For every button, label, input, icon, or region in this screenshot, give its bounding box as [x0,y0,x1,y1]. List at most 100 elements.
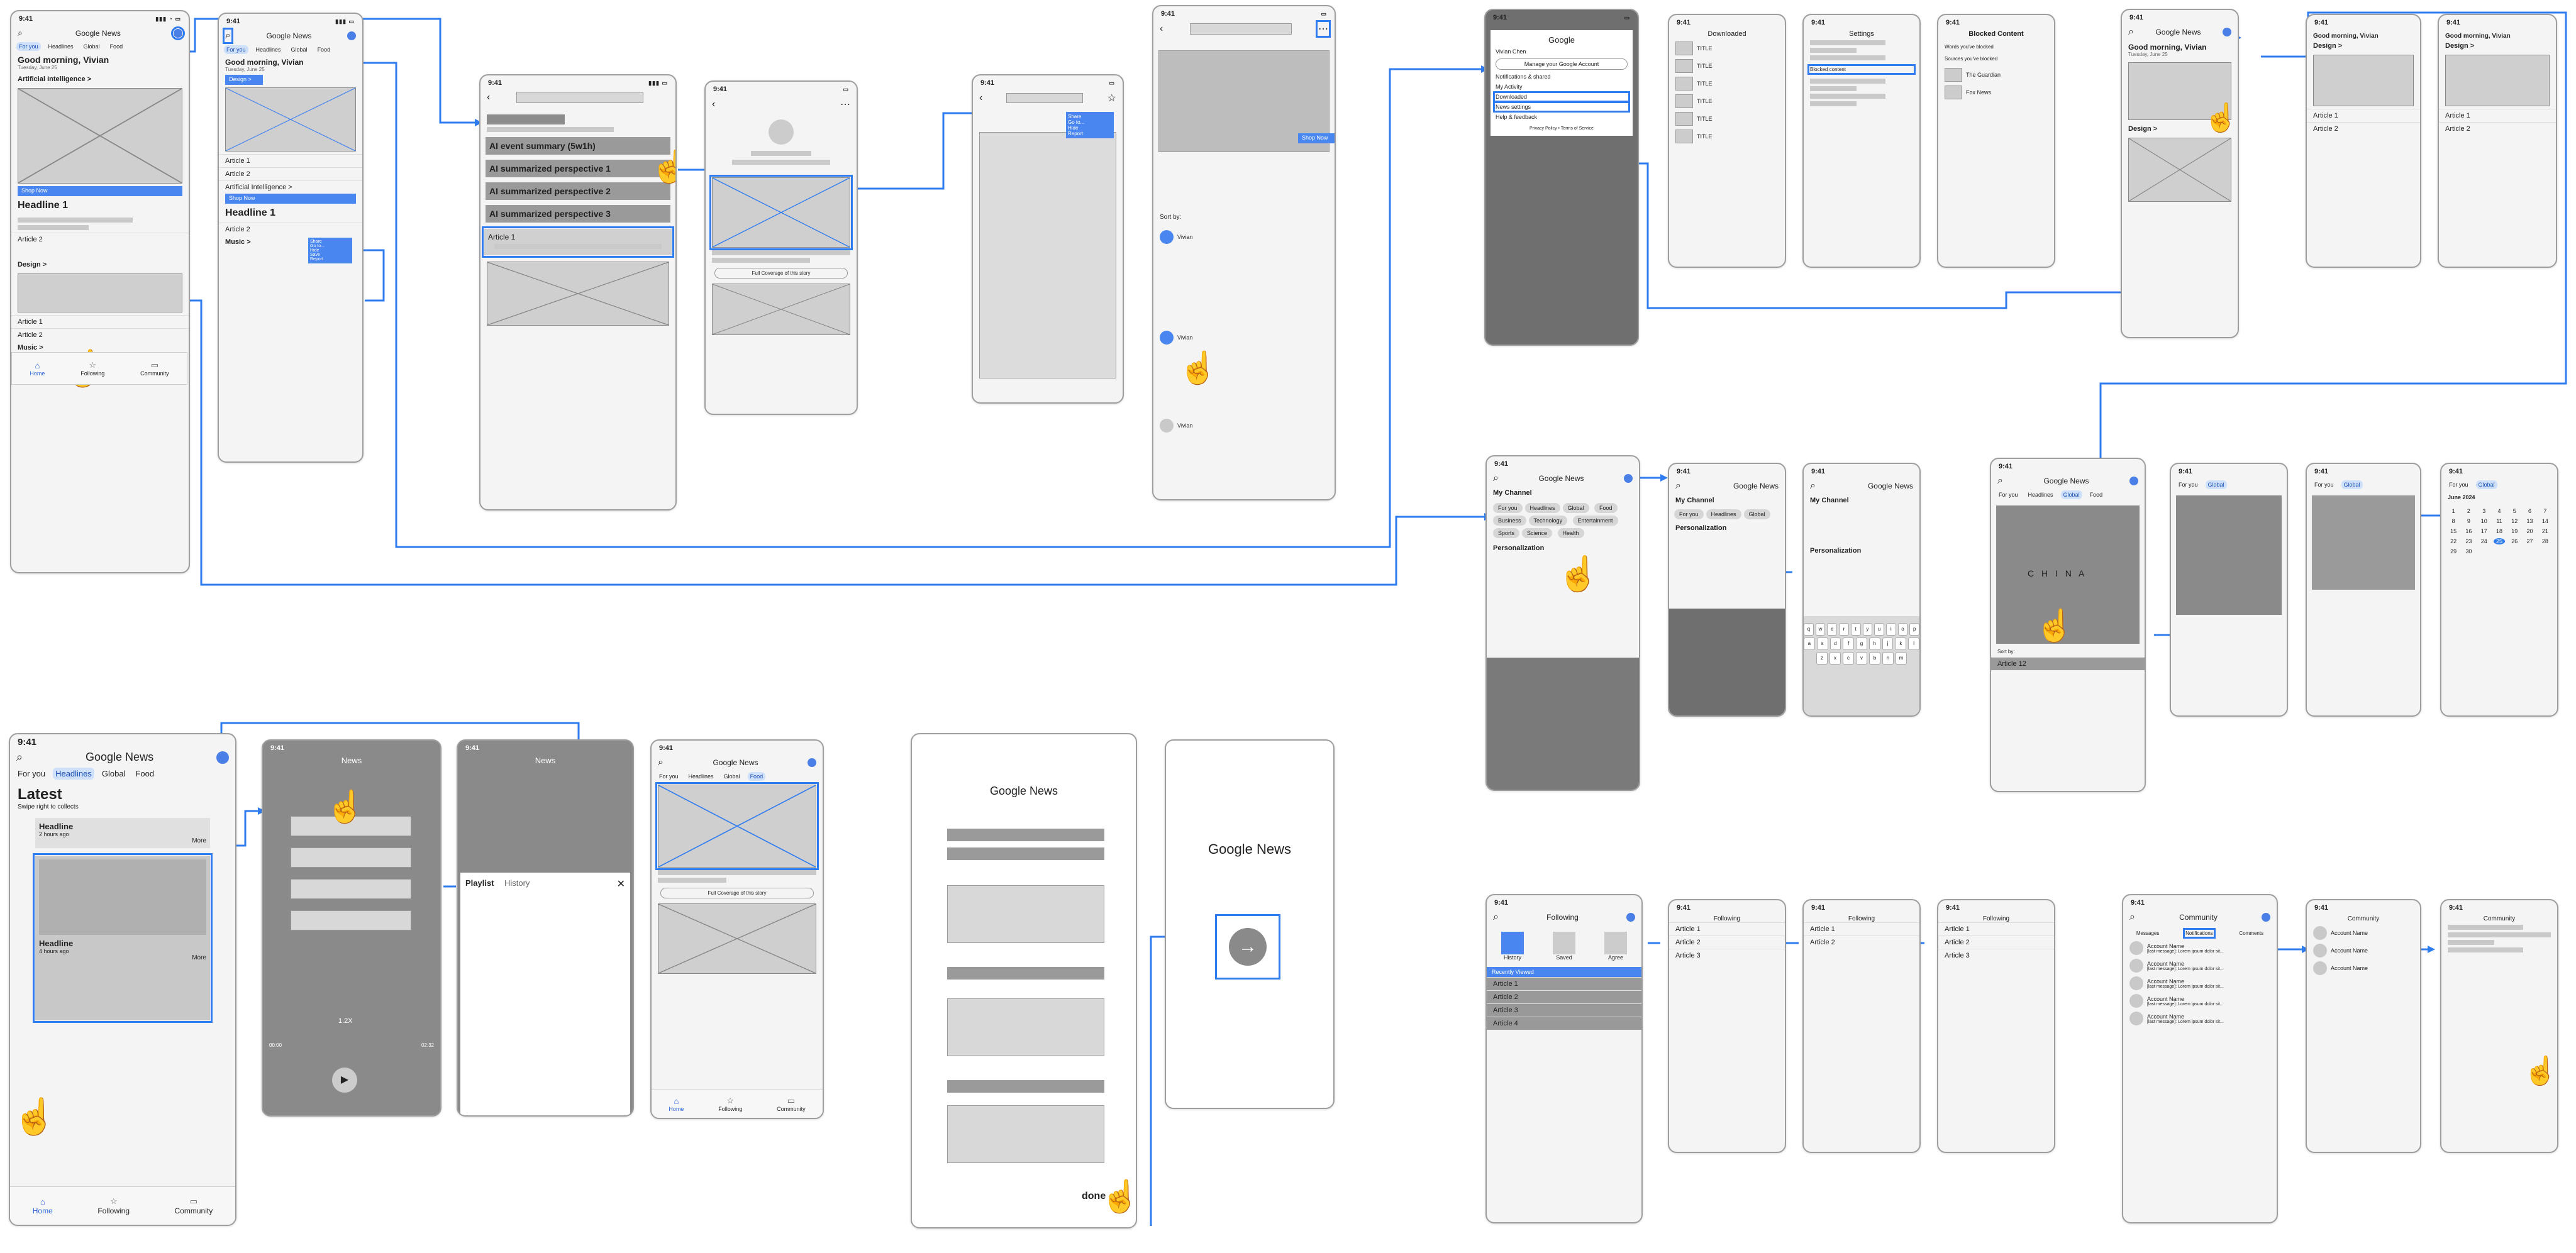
article-item[interactable]: Article 4 [1487,1017,1641,1030]
search-icon[interactable]: ⌕ [1493,912,1499,922]
ai-summary[interactable]: AI event summary (5w1h) [486,137,670,155]
tab-for-you[interactable]: For you [2449,482,2468,488]
next-button[interactable]: → [1215,914,1280,980]
calendar-day[interactable]: 14 [2541,518,2548,524]
nav-following[interactable]: ☆Following [718,1096,743,1112]
headline[interactable]: Headline 1 [225,207,276,218]
nav-home[interactable]: ⌂Home [32,1196,53,1215]
topic-pill[interactable]: Food [1594,503,1618,513]
full-coverage-button[interactable]: Full Coverage of this story [714,268,848,279]
menu-news-settings[interactable]: News settings [1493,101,1630,113]
topic-pill[interactable]: Headlines [1524,503,1560,513]
option-agree[interactable]: Agree [1604,932,1627,961]
calendar-day[interactable]: 3 [2482,508,2486,514]
search-icon[interactable]: ⌕ [16,751,23,763]
tab-for-you[interactable]: For you [224,45,248,54]
tab-food[interactable]: Food [317,47,331,53]
speed-label[interactable]: 1.2X [338,1017,353,1025]
download-item[interactable]: TITLE [1675,112,1779,126]
close-icon[interactable]: ✕ [616,879,625,890]
shop-now-banner[interactable]: Shop Now [1298,133,1335,143]
section-design[interactable]: Design > [18,261,47,268]
url-bar[interactable] [1006,93,1084,103]
tab-headlines[interactable]: Headlines [255,47,281,53]
download-item[interactable]: TITLE [1675,130,1779,143]
shop-now-banner[interactable]: Shop Now [225,194,356,204]
article-item[interactable]: Article 2 [1938,936,2054,949]
share-menu-hide[interactable]: Hide [1068,125,1079,131]
article-item[interactable]: Article 12 [1991,657,2145,670]
message-row[interactable]: Account Name[last message]: Lorem ipsum … [2129,994,2270,1008]
topic-pill[interactable]: Health [1557,528,1584,538]
avatar[interactable] [216,751,229,764]
blocked-content-link[interactable]: Blocked content [1807,64,1916,75]
calendar-day[interactable]: 2 [2467,508,2470,514]
article-item[interactable]: Article 3 [1938,949,2054,962]
tab-global[interactable]: Global [83,43,100,50]
download-item[interactable]: TITLE [1675,41,1779,55]
article-item[interactable]: Article 2 [2307,122,2420,135]
notification-row[interactable]: Account Name [2313,944,2414,958]
calendar-day[interactable]: 28 [2541,538,2548,544]
article-item[interactable]: Article 3 [1669,949,1785,962]
share-menu-goto[interactable]: Go to... [310,244,325,248]
avatar[interactable] [2262,913,2270,922]
article-item[interactable]: Article 1 [2439,109,2556,122]
tab-headlines[interactable]: Headlines [53,768,94,780]
search-icon[interactable]: ⌕ [1997,475,2003,486]
tab-global[interactable]: Global [291,47,308,53]
perspective-2[interactable]: AI summarized perspective 2 [486,182,670,200]
menu-help[interactable]: Help & feedback [1496,114,1538,120]
calendar-day[interactable]: 7 [2543,508,2547,514]
search-icon[interactable]: ⌕ [2129,912,2135,922]
share-menu-share[interactable]: Share [1068,114,1082,119]
article-item[interactable]: Article 2 [1487,990,1641,1003]
topic-pill[interactable]: Headlines [1706,509,1741,519]
download-item[interactable]: TITLE [1675,59,1779,73]
article-item[interactable]: Artificial Intelligence > [219,180,362,194]
section-ai[interactable]: Artificial Intelligence > [18,75,92,83]
manage-account-button[interactable]: Manage your Google Account [1496,58,1628,70]
tab-food[interactable]: Food [135,769,155,778]
tab-global[interactable]: Global [2475,480,2497,489]
article-item[interactable]: Article 2 [219,223,362,236]
nav-home[interactable]: ⌂Home [669,1096,684,1112]
section-music[interactable]: Music > [225,238,251,246]
article-item[interactable]: Article 2 [2439,122,2556,135]
calendar-day[interactable]: 23 [2465,538,2472,544]
blocked-source[interactable]: Fox News [1945,86,2048,99]
calendar-day[interactable]: 13 [2526,518,2533,524]
comment-row[interactable]: Vivian [1160,419,1192,433]
tab-food[interactable]: Food [109,43,123,50]
calendar-day[interactable]: 18 [2496,528,2502,534]
calendar-day[interactable]: 8 [2451,518,2455,524]
calendar-day[interactable]: 17 [2480,528,2487,534]
more-icon[interactable]: ⋯ [1315,20,1331,38]
headline[interactable]: Headline 1 [18,200,69,211]
calendar-day[interactable]: 20 [2526,528,2533,534]
calendar-day[interactable]: 5 [2512,508,2516,514]
news-card-active[interactable]: Headline 4 hours ago More [33,853,213,1023]
article-image[interactable] [655,782,819,870]
calendar-day[interactable]: 6 [2528,508,2532,514]
topic-pill[interactable]: Technology [1528,516,1568,526]
avatar[interactable] [170,26,185,40]
perspective-1[interactable]: AI summarized perspective 1 [486,160,670,177]
topic-pill[interactable]: Science [1522,528,1553,538]
calendar-day[interactable]: 19 [2511,528,2518,534]
perspective-3[interactable]: AI summarized perspective 3 [486,205,670,223]
avatar[interactable] [347,31,356,40]
option-history[interactable]: History [1501,932,1524,961]
tab-playlist[interactable]: Playlist [465,878,494,888]
avatar[interactable] [807,758,816,767]
section-design[interactable]: Design > [2445,42,2475,50]
back-icon[interactable]: ‹ [979,92,983,103]
message-row[interactable]: Account Name[last message]: Lorem ipsum … [2129,959,2270,973]
map-view[interactable]: C H I N A [1996,505,2140,644]
share-menu-report[interactable]: Report [310,257,324,262]
article-item[interactable]: Article 1 [1487,977,1641,990]
tab-global[interactable]: Global [101,769,126,778]
calendar-day[interactable]: 25 [2493,538,2506,544]
tab-history[interactable]: History [504,878,530,888]
